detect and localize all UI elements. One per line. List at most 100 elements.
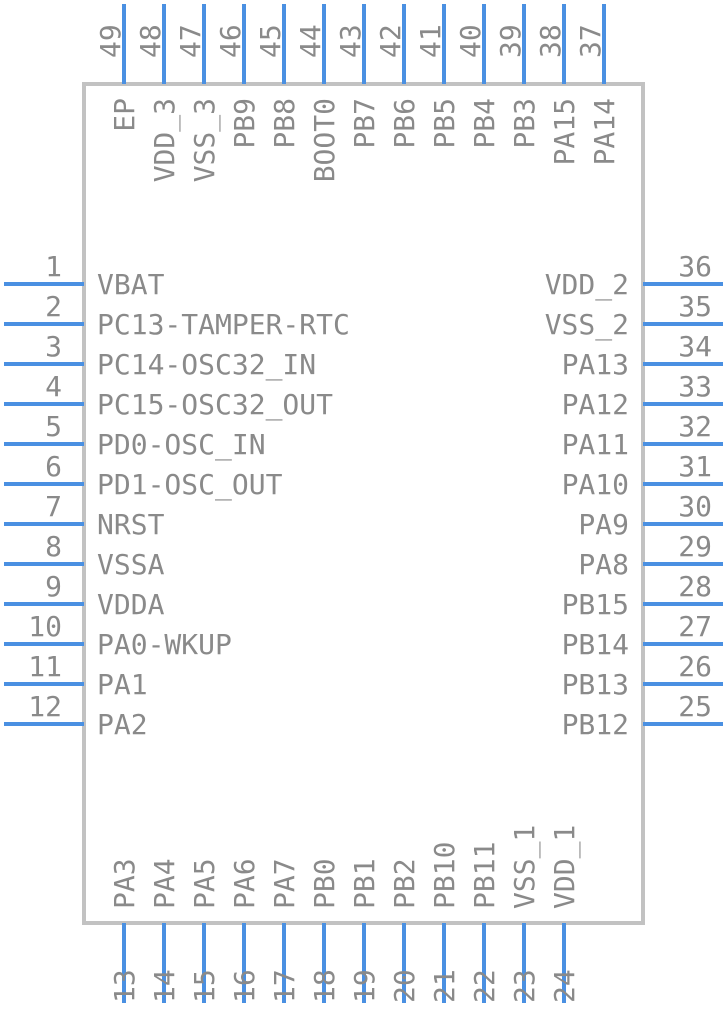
pin-1-number: 1 <box>45 250 62 283</box>
pin-12-name-pa2: PA2 <box>97 708 148 741</box>
pin-15-name-pa5: PA5 <box>188 858 221 909</box>
pin-7-name-nrst: NRST <box>97 508 165 541</box>
pin-39-name-pb3: PB3 <box>508 98 541 149</box>
pin-28-number: 28 <box>678 570 712 603</box>
pin-17-name-pa7: PA7 <box>268 858 301 909</box>
pin-9-name-vdda: VDDA <box>97 588 165 621</box>
pin-42-number: 42 <box>374 24 407 58</box>
pin-39-number: 39 <box>494 24 527 58</box>
pin-43-name-pb7: PB7 <box>348 98 381 149</box>
pin-40-name-pb4: PB4 <box>468 98 501 149</box>
pin-34-number: 34 <box>678 330 712 363</box>
pin-23-name-vss-1: VSS_1 <box>508 825 542 909</box>
pin-13-name-pa3: PA3 <box>108 858 141 909</box>
pin-41-number: 41 <box>414 24 447 58</box>
pin-48-number: 48 <box>134 24 167 58</box>
pin-4-name-pc15-osc32-out: PC15-OSC32_OUT <box>97 388 333 422</box>
pin-21-number: 21 <box>428 969 461 1003</box>
pin-33-number: 33 <box>678 370 712 403</box>
pin-21-name-pb10: PB10 <box>428 842 461 909</box>
pin-26-name-pb13: PB13 <box>562 668 629 701</box>
pin-38-name-pa15: PA15 <box>548 98 581 165</box>
pin-38-number: 38 <box>534 24 567 58</box>
pin-41-name-pb5: PB5 <box>428 98 461 149</box>
pin-45-name-pb8: PB8 <box>268 98 301 149</box>
pin-44-name-boot0: BOOT0 <box>308 98 341 182</box>
pin-18-name-pb0: PB0 <box>308 858 341 909</box>
pin-44-number: 44 <box>294 24 327 58</box>
pin-5-name-pd0-osc-in: PD0-OSC_IN <box>97 428 266 462</box>
pin-10-number: 10 <box>28 610 62 643</box>
pin-48-name-vdd-3: VDD_3 <box>148 98 182 182</box>
pin-27-name-pb14: PB14 <box>562 628 629 661</box>
pin-24-name-vdd-1: VDD_1 <box>548 825 582 909</box>
pin-26-number: 26 <box>678 650 712 683</box>
pin-22-number: 22 <box>468 969 501 1003</box>
pin-47-name-vss-3: VSS_3 <box>188 98 222 182</box>
pin-2-name-pc13-tamper-rtc: PC13-TAMPER-RTC <box>97 308 350 341</box>
pin-6-name-pd1-osc-out: PD1-OSC_OUT <box>97 468 283 502</box>
pin-36-number: 36 <box>678 250 712 283</box>
pin-2-number: 2 <box>45 290 62 323</box>
pin-19-number: 19 <box>348 969 381 1003</box>
pin-3-number: 3 <box>45 330 62 363</box>
pin-10-name-pa0-wkup: PA0-WKUP <box>97 628 232 661</box>
pin-46-number: 46 <box>214 24 247 58</box>
pin-22-name-pb11: PB11 <box>468 842 501 909</box>
pin-35-number: 35 <box>678 290 712 323</box>
pin-5-number: 5 <box>45 410 62 443</box>
pin-16-number: 16 <box>228 969 261 1003</box>
pin-15-number: 15 <box>188 969 221 1003</box>
pin-18-number: 18 <box>308 969 341 1003</box>
pin-28-name-pb15: PB15 <box>562 588 629 621</box>
pin-14-name-pa4: PA4 <box>148 858 181 909</box>
pin-47-number: 47 <box>174 24 207 58</box>
pin-20-number: 20 <box>388 969 421 1003</box>
pin-6-number: 6 <box>45 450 62 483</box>
pin-35-name-vss-2: VSS_2 <box>545 308 629 342</box>
pin-31-name-pa10: PA10 <box>562 468 629 501</box>
ic-body <box>82 82 645 925</box>
pin-20-name-pb2: PB2 <box>388 858 421 909</box>
pin-46-name-pb9: PB9 <box>228 98 261 149</box>
pin-27-number: 27 <box>678 610 712 643</box>
pin-37-number: 37 <box>574 24 607 58</box>
pin-25-number: 25 <box>678 690 712 723</box>
pin-49-number: 49 <box>94 24 127 58</box>
pin-31-number: 31 <box>678 450 712 483</box>
pin-36-name-vdd-2: VDD_2 <box>545 268 629 302</box>
pin-30-name-pa9: PA9 <box>578 508 629 541</box>
pin-30-number: 30 <box>678 490 712 523</box>
pin-32-number: 32 <box>678 410 712 443</box>
pin-37-name-pa14: PA14 <box>588 98 621 165</box>
pin-1-name-vbat: VBAT <box>97 268 165 301</box>
pin-12-number: 12 <box>28 690 62 723</box>
pin-49-name-ep: EP <box>108 98 141 132</box>
pin-8-number: 8 <box>45 530 62 563</box>
pin-7-number: 7 <box>45 490 62 523</box>
pin-13-number: 13 <box>108 969 141 1003</box>
pin-11-number: 11 <box>28 650 62 683</box>
pin-14-number: 14 <box>148 969 181 1003</box>
pin-32-name-pa11: PA11 <box>562 428 629 461</box>
pin-29-number: 29 <box>678 530 712 563</box>
pin-25-name-pb12: PB12 <box>562 708 629 741</box>
pin-9-number: 9 <box>45 570 62 603</box>
pin-45-number: 45 <box>254 24 287 58</box>
pin-33-name-pa12: PA12 <box>562 388 629 421</box>
pin-42-name-pb6: PB6 <box>388 98 421 149</box>
pin-40-number: 40 <box>454 24 487 58</box>
pin-4-number: 4 <box>45 370 62 403</box>
pin-43-number: 43 <box>334 24 367 58</box>
pin-3-name-pc14-osc32-in: PC14-OSC32_IN <box>97 348 316 382</box>
pin-17-number: 17 <box>268 969 301 1003</box>
pin-23-number: 23 <box>508 969 541 1003</box>
pin-24-number: 24 <box>548 969 581 1003</box>
pin-11-name-pa1: PA1 <box>97 668 148 701</box>
pin-19-name-pb1: PB1 <box>348 858 381 909</box>
pin-29-name-pa8: PA8 <box>578 548 629 581</box>
pin-8-name-vssa: VSSA <box>97 548 165 581</box>
